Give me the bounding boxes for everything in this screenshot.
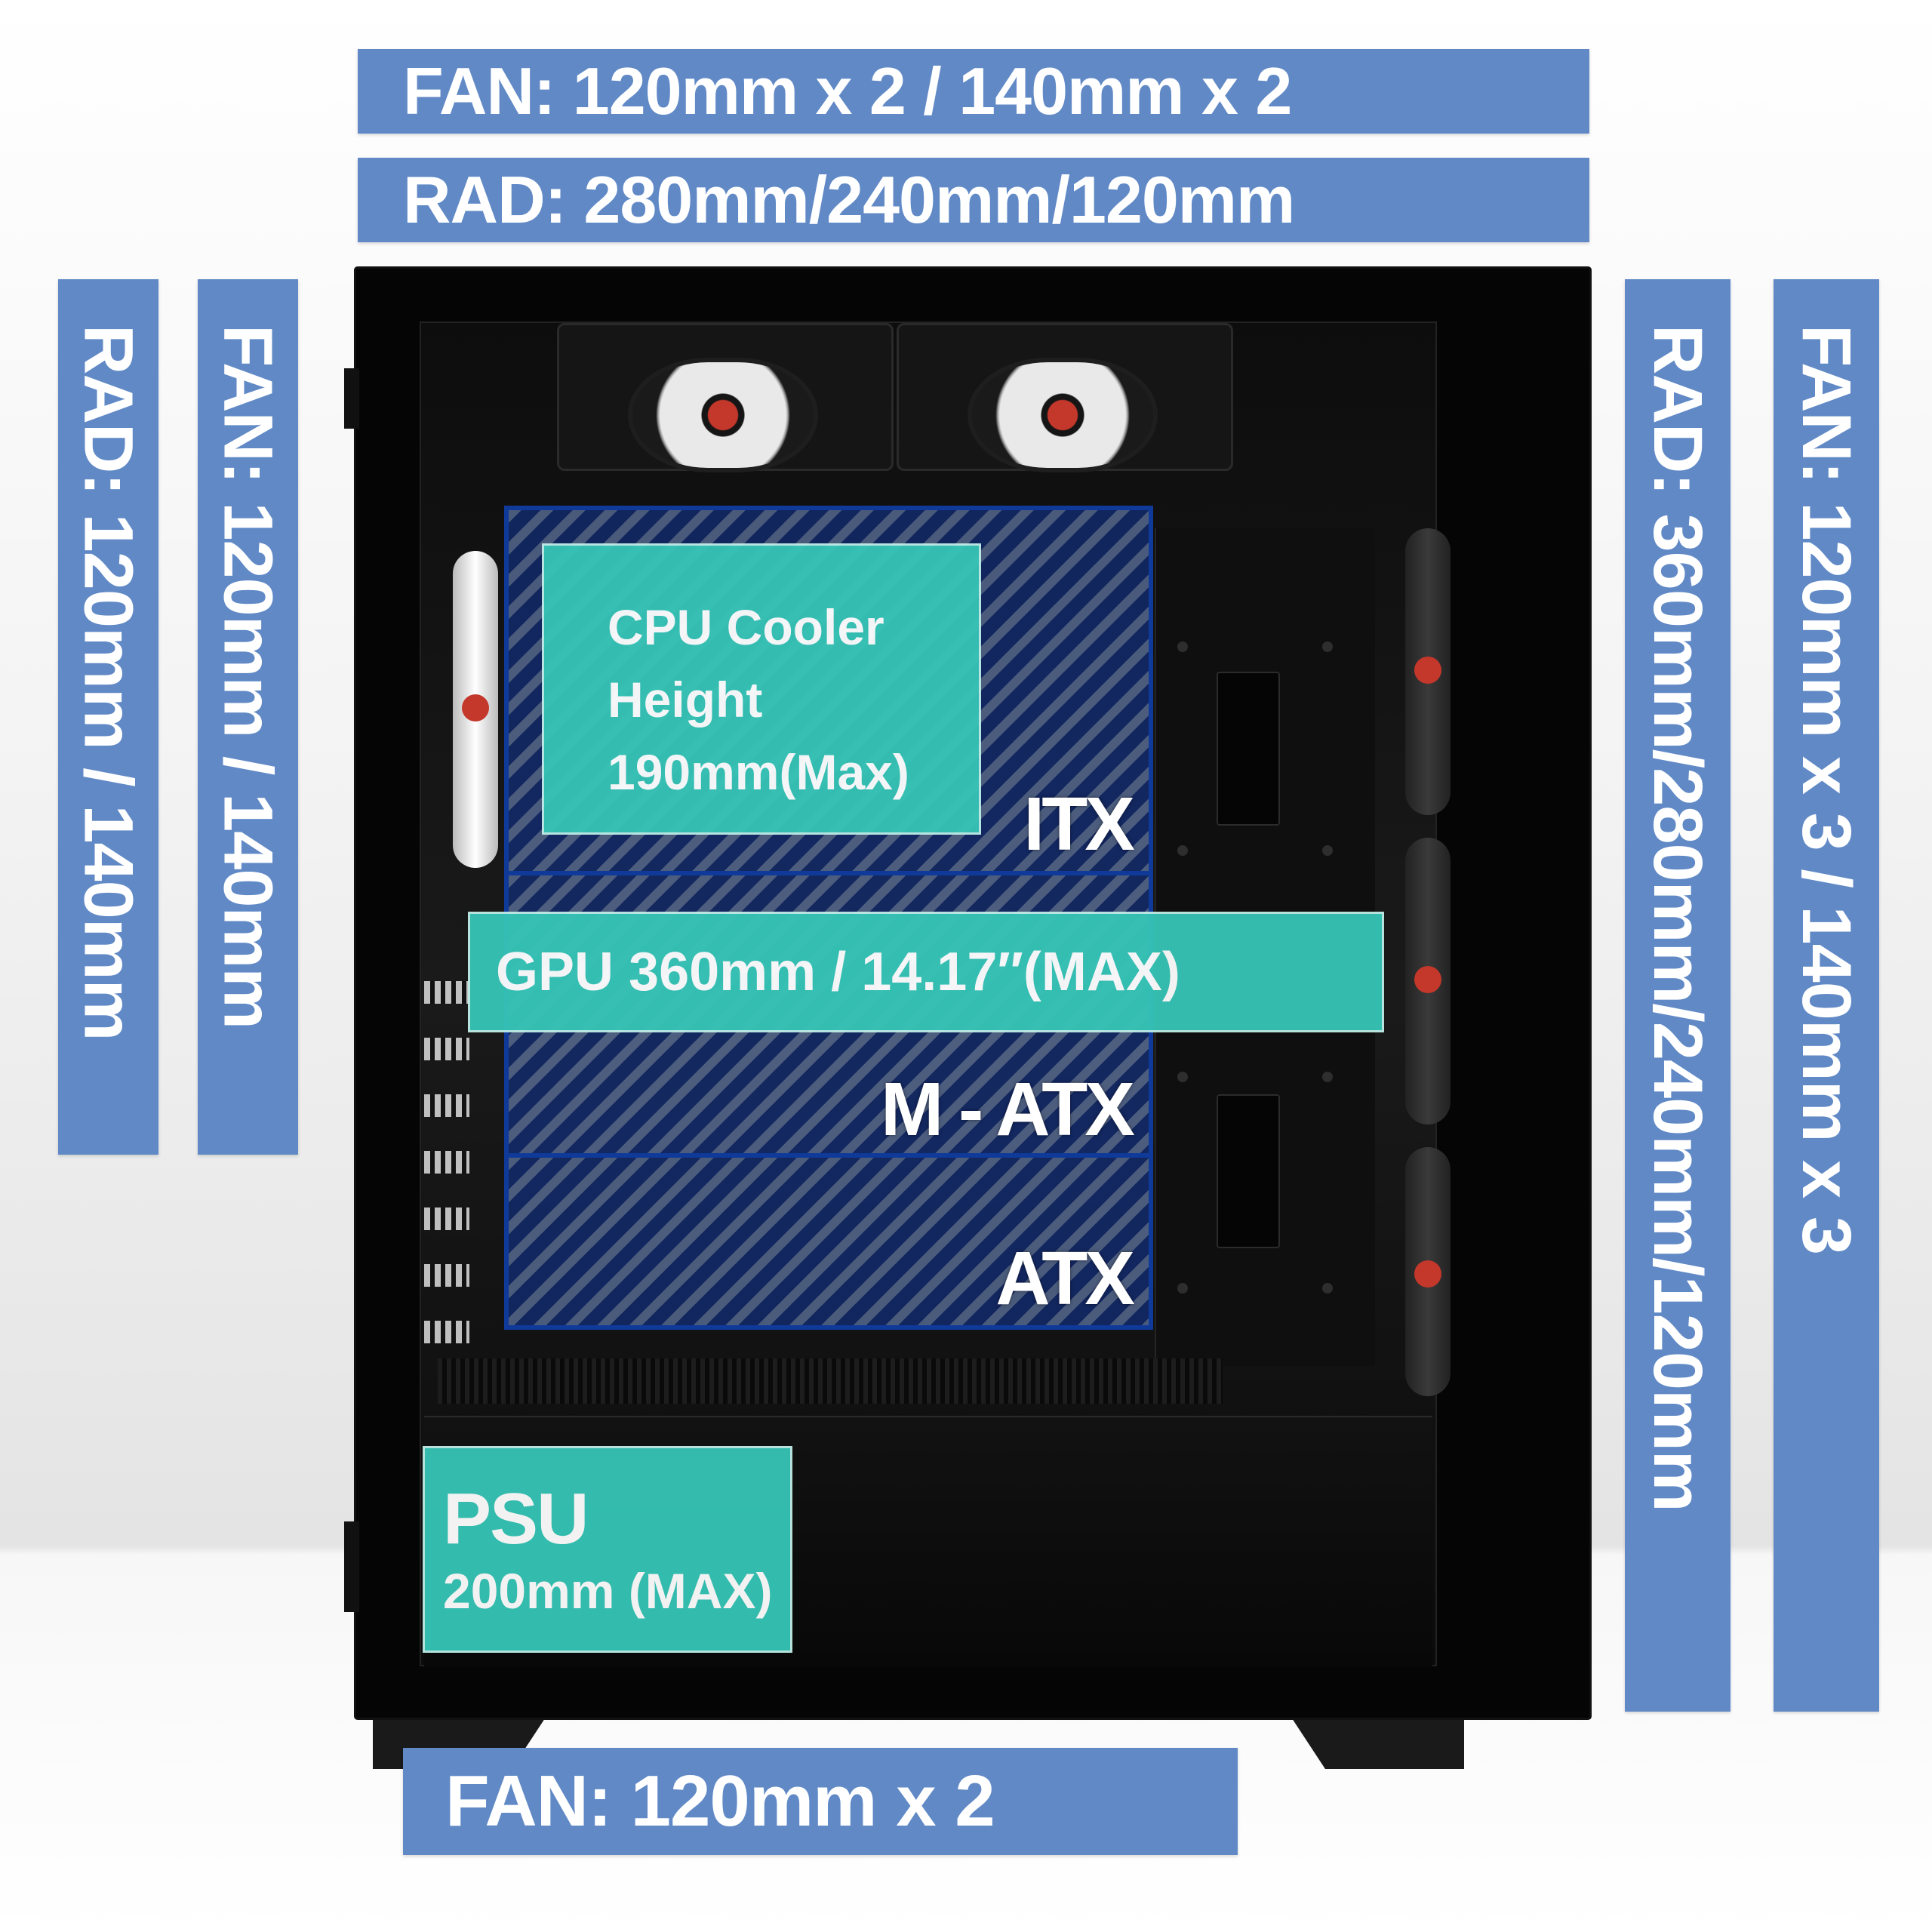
front-rad-text: RAD: 360mm/280mm/240mm/120mm: [1639, 325, 1716, 1512]
atx-zone: ATX: [504, 1153, 1153, 1330]
case-foot-right: [1291, 1716, 1464, 1769]
rear-fan-hub: [462, 694, 489, 721]
atx-label: ATX: [995, 1236, 1135, 1321]
front-fan-hub-3: [1414, 1260, 1441, 1287]
psu-title: PSU: [443, 1478, 589, 1559]
top-fan-label: FAN: 120mm x 2 / 140mm x 2: [358, 49, 1589, 134]
tray-hole: [1322, 1072, 1333, 1082]
expansion-slot: [424, 1264, 469, 1287]
itx-label: ITX: [1023, 782, 1135, 866]
rear-rad-text: RAD: 120mm / 140mm: [69, 325, 147, 1041]
psu-size: 200mm (MAX): [443, 1563, 773, 1619]
front-fan-label: FAN: 120mm x 3 / 140mm x 3: [1774, 279, 1879, 1712]
front-fan-text: FAN: 120mm x 3 / 140mm x 3: [1788, 325, 1865, 1254]
cpu-cooler-line3: 190mm(Max): [608, 744, 909, 800]
gpu-length-bar: GPU 360mm / 14.17″(MAX): [468, 912, 1384, 1032]
cpu-cooler-line1: CPU Cooler: [608, 599, 884, 655]
cpu-cooler-line2: Height: [608, 672, 763, 728]
tray-hole: [1177, 845, 1188, 856]
gpu-length-text: GPU 360mm / 14.17″(MAX): [496, 942, 1180, 1002]
rear-fan-icon: [453, 551, 498, 868]
rear-fan-label: FAN: 120mm / 140mm: [198, 279, 298, 1155]
front-fan-hub-2: [1414, 966, 1441, 993]
cable-cutout-2: [1217, 1094, 1280, 1248]
expansion-slot: [424, 1208, 469, 1230]
bottom-fan-text: FAN: 120mm x 2: [445, 1761, 995, 1841]
tray-hole: [1177, 1283, 1188, 1294]
expansion-slot: [424, 981, 469, 1004]
front-fan-icon-2: [1405, 838, 1451, 1124]
hinge-top: [344, 368, 359, 429]
tray-hole: [1322, 1283, 1333, 1294]
top-fan-text: FAN: 120mm x 2 / 140mm x 2: [403, 54, 1292, 128]
rear-rad-label: RAD: 120mm / 140mm: [58, 279, 158, 1155]
top-fan-icon-2: [972, 362, 1153, 468]
matx-label: M - ATX: [880, 1067, 1135, 1152]
tray-hole: [1322, 641, 1333, 652]
bottom-mesh: [438, 1358, 1223, 1404]
front-fan-hub-1: [1414, 657, 1441, 684]
tray-hole: [1177, 1072, 1188, 1082]
expansion-slot: [424, 1094, 469, 1117]
top-rad-label: RAD: 280mm/240mm/120mm: [358, 158, 1589, 242]
front-fan-icon-1: [1405, 528, 1451, 815]
top-fan-icon-1: [632, 362, 814, 468]
expansion-slot: [424, 1038, 469, 1060]
psu-box: PSU 200mm (MAX): [423, 1446, 792, 1653]
top-rad-text: RAD: 280mm/240mm/120mm: [403, 162, 1295, 237]
tray-hole: [1177, 641, 1188, 652]
rear-fan-text: FAN: 120mm / 140mm: [209, 325, 287, 1029]
hinge-bottom: [344, 1521, 359, 1612]
tray-hole: [1322, 845, 1333, 856]
cable-cutout-1: [1217, 672, 1280, 826]
expansion-slot: [424, 1151, 469, 1174]
expansion-slot: [424, 1321, 469, 1343]
cpu-cooler-box: CPU Cooler Height 190mm(Max): [542, 543, 981, 835]
front-rad-label: RAD: 360mm/280mm/240mm/120mm: [1625, 279, 1730, 1712]
bottom-fan-label: FAN: 120mm x 2: [403, 1748, 1238, 1855]
front-fan-icon-3: [1405, 1147, 1451, 1396]
